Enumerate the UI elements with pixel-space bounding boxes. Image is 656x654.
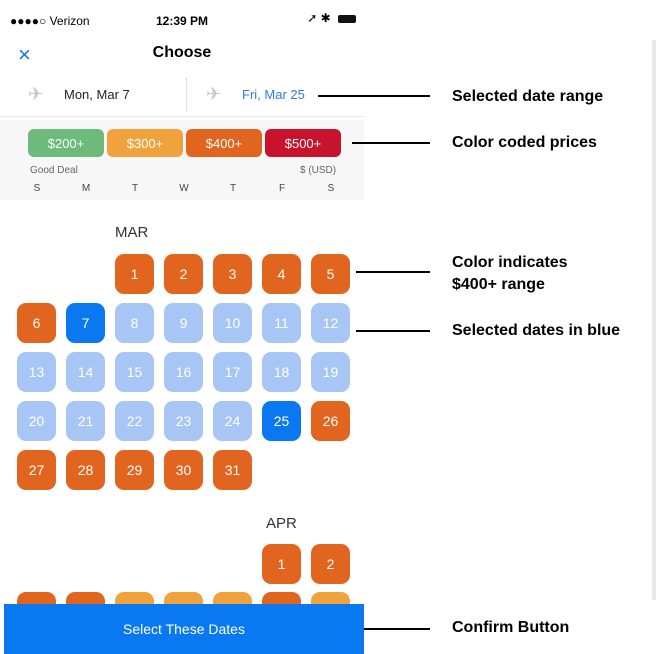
- annotation-line-date-range: [318, 95, 430, 97]
- price-300-badge: $300+: [107, 129, 183, 157]
- mar-day-18[interactable]: 18: [262, 352, 301, 392]
- airplane-depart-icon: ✈: [28, 83, 44, 104]
- mar-day-29[interactable]: 29: [115, 450, 154, 490]
- annotation-prices: Color coded prices: [452, 134, 597, 151]
- mar-day-14[interactable]: 14: [66, 352, 105, 392]
- clock: 12:39 PM: [155, 14, 209, 28]
- good-deal-label: Good Deal: [30, 165, 78, 176]
- nav-bar: × Choose: [0, 40, 364, 68]
- weekday-sun: S: [33, 183, 41, 194]
- weekday-sat: S: [327, 183, 335, 194]
- mar-day-10[interactable]: 10: [213, 303, 252, 343]
- month-label-mar: MAR: [115, 224, 149, 241]
- mar-day-30[interactable]: 30: [164, 450, 203, 490]
- return-date-label: Fri, Mar 25: [242, 86, 305, 102]
- mar-day-7[interactable]: 7: [66, 303, 105, 343]
- carrier-label: ●●●●○ Verizon: [10, 14, 90, 28]
- mar-day-26[interactable]: 26: [311, 401, 350, 441]
- annotation-color-line1: Color indicates: [452, 254, 568, 271]
- price-400-badge: $400+: [186, 129, 262, 157]
- mar-day-2[interactable]: 2: [164, 254, 203, 294]
- weekday-thu: T: [229, 183, 237, 194]
- apr-day-2[interactable]: 2: [311, 544, 350, 584]
- mar-day-8[interactable]: 8: [115, 303, 154, 343]
- mar-day-15[interactable]: 15: [115, 352, 154, 392]
- price-200-badge: $200+: [28, 129, 104, 157]
- mar-day-6[interactable]: 6: [17, 303, 56, 343]
- mar-day-16[interactable]: 16: [164, 352, 203, 392]
- weekday-mon: M: [81, 183, 91, 194]
- price-500-badge: $500+: [265, 129, 341, 157]
- phone-screen: ●●●●○ Verizon 12:39 PM ➚ ✱ × Choose ✈ Mo…: [0, 0, 364, 654]
- date-divider: [186, 78, 187, 112]
- mar-day-13[interactable]: 13: [17, 352, 56, 392]
- depart-date[interactable]: ✈ Mon, Mar 7: [28, 72, 130, 116]
- page-scrollbar[interactable]: [652, 40, 656, 600]
- currency-label: $ (USD): [300, 165, 337, 176]
- weekday-wed: W: [179, 183, 189, 194]
- mar-day-17[interactable]: 17: [213, 352, 252, 392]
- annotation-line-prices: [352, 142, 430, 144]
- mar-day-19[interactable]: 19: [311, 352, 350, 392]
- weekday-tue: T: [131, 183, 139, 194]
- mar-day-24[interactable]: 24: [213, 401, 252, 441]
- annotation-date-range: Selected date range: [452, 88, 604, 105]
- price-legend: $200+ $300+ $400+ $500+ Good Deal $ (USD…: [0, 120, 364, 200]
- mar-day-9[interactable]: 9: [164, 303, 203, 343]
- selected-date-range: ✈ Mon, Mar 7 ✈ Fri, Mar 25: [0, 72, 364, 117]
- status-bar: ●●●●○ Verizon 12:39 PM ➚ ✱: [0, 0, 364, 40]
- close-icon[interactable]: ×: [18, 42, 31, 67]
- annotation-line-confirm: [364, 628, 430, 630]
- mar-day-11[interactable]: 11: [262, 303, 301, 343]
- location-bluetooth-icons: ➚ ✱: [307, 11, 331, 25]
- weekday-header: S M T W T F S: [0, 183, 364, 197]
- page-title: Choose: [152, 44, 212, 61]
- apr-day-1[interactable]: 1: [262, 544, 301, 584]
- mar-day-21[interactable]: 21: [66, 401, 105, 441]
- annotation-confirm: Confirm Button: [452, 619, 570, 636]
- annotation-line-selected: [356, 330, 430, 332]
- mar-day-20[interactable]: 20: [17, 401, 56, 441]
- depart-date-label: Mon, Mar 7: [64, 86, 130, 102]
- mar-day-3[interactable]: 3: [213, 254, 252, 294]
- mar-day-27[interactable]: 27: [17, 450, 56, 490]
- mar-day-4[interactable]: 4: [262, 254, 301, 294]
- airplane-return-icon: ✈: [206, 83, 222, 104]
- weekday-fri: F: [278, 183, 286, 194]
- annotation-selected: Selected dates in blue: [452, 322, 621, 339]
- mar-day-22[interactable]: 22: [115, 401, 154, 441]
- status-icons: ➚ ✱: [307, 11, 356, 25]
- mar-day-23[interactable]: 23: [164, 401, 203, 441]
- return-date[interactable]: ✈ Fri, Mar 25: [206, 72, 305, 116]
- mar-day-31[interactable]: 31: [213, 450, 252, 490]
- mar-day-12[interactable]: 12: [311, 303, 350, 343]
- mar-day-25[interactable]: 25: [262, 401, 301, 441]
- mar-day-28[interactable]: 28: [66, 450, 105, 490]
- annotation-color-line2: $400+ range: [452, 276, 545, 293]
- mar-day-5[interactable]: 5: [311, 254, 350, 294]
- mar-day-1[interactable]: 1: [115, 254, 154, 294]
- month-label-apr: APR: [266, 515, 297, 532]
- annotation-line-color: [356, 271, 430, 273]
- select-dates-button[interactable]: Select These Dates: [4, 604, 364, 654]
- battery-icon: [338, 14, 356, 23]
